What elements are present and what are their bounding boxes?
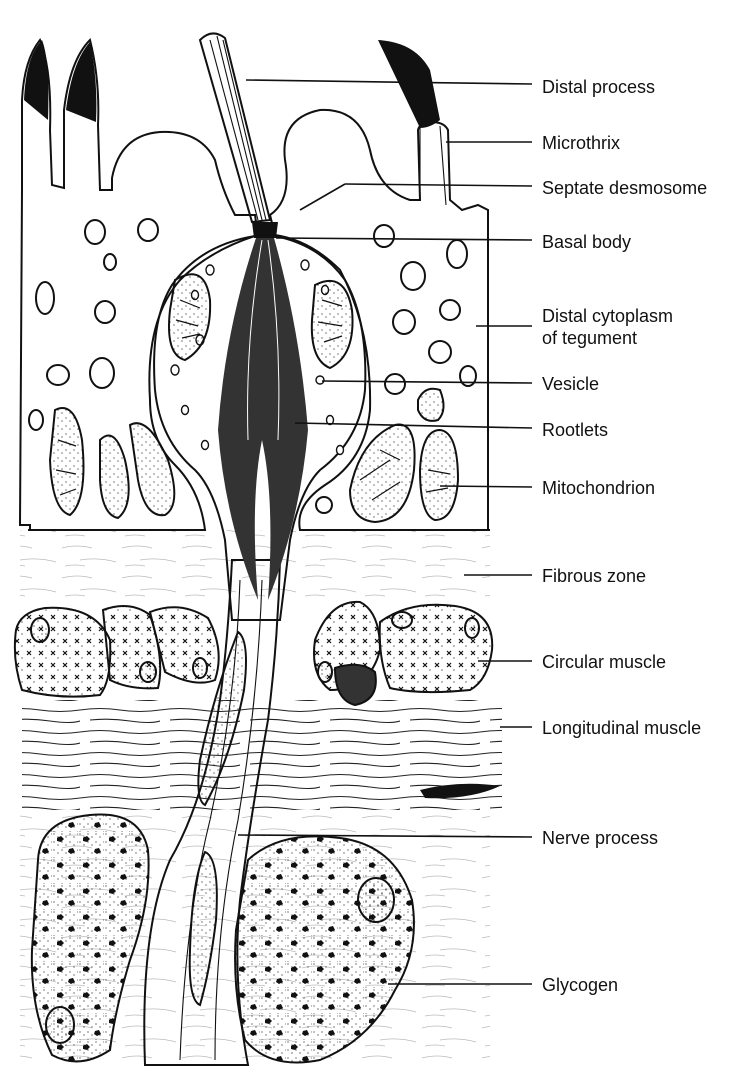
labels: Distal process Microthrix Septate desmos… bbox=[542, 77, 707, 995]
leader-septate-desmosome bbox=[300, 184, 345, 210]
circular-muscle bbox=[15, 602, 492, 705]
label-distal-cytoplasm-line1: Distal cytoplasm bbox=[542, 306, 673, 326]
leader-mitochondrion bbox=[440, 486, 532, 487]
label-microthrix: Microthrix bbox=[542, 133, 620, 153]
label-longitudinal-muscle: Longitudinal muscle bbox=[542, 718, 701, 738]
label-mitochondrion: Mitochondrion bbox=[542, 478, 655, 498]
distal-process bbox=[200, 33, 270, 222]
leader-rootlets bbox=[295, 423, 532, 428]
basal-body bbox=[252, 222, 278, 238]
label-distal-cytoplasm-line2: of tegument bbox=[542, 328, 637, 348]
label-rootlets: Rootlets bbox=[542, 420, 608, 440]
label-septate-desmosome: Septate desmosome bbox=[542, 178, 707, 198]
label-basal-body: Basal body bbox=[542, 232, 631, 252]
label-fibrous-zone: Fibrous zone bbox=[542, 566, 646, 586]
label-glycogen: Glycogen bbox=[542, 975, 618, 995]
leader-basal-body bbox=[276, 238, 532, 240]
label-nerve-process: Nerve process bbox=[542, 828, 658, 848]
label-circular-muscle: Circular muscle bbox=[542, 652, 666, 672]
leader-distal-process bbox=[246, 80, 532, 84]
leader-vesicle bbox=[322, 381, 532, 383]
label-vesicle: Vesicle bbox=[542, 374, 599, 394]
label-distal-process: Distal process bbox=[542, 77, 655, 97]
